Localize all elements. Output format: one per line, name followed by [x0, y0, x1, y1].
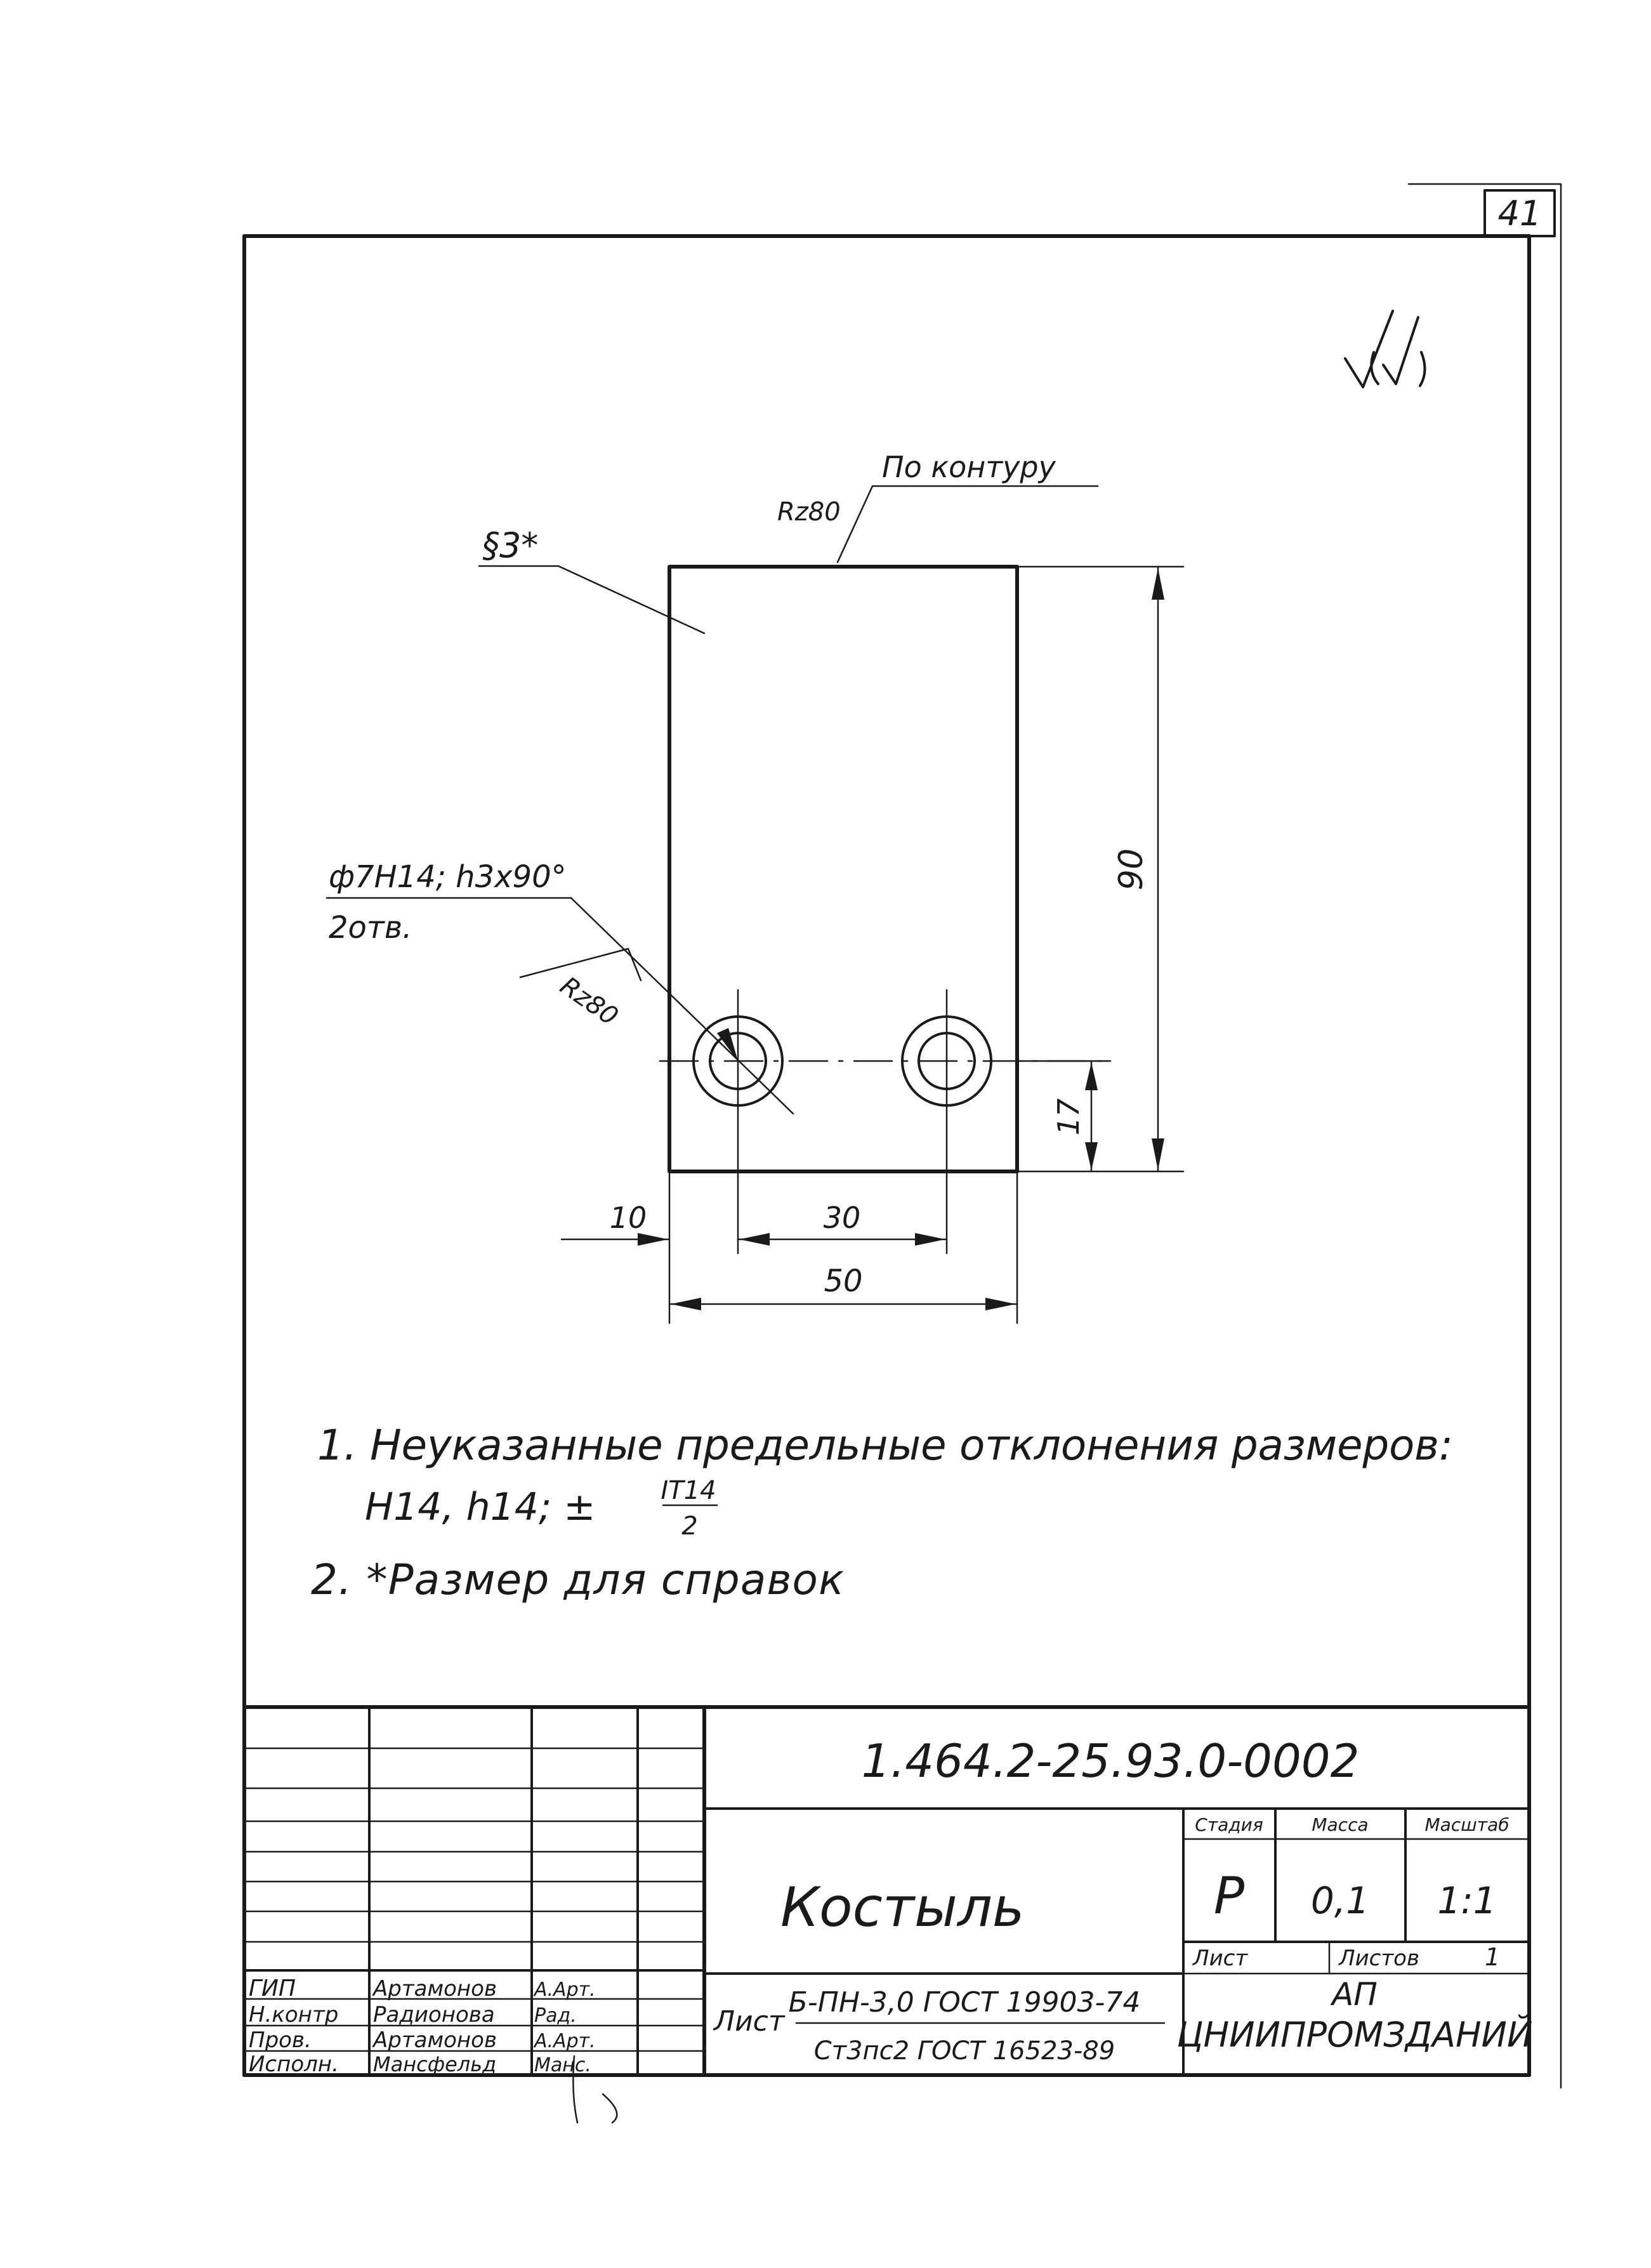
dim-hole-offset-x-label: 10 — [610, 1201, 647, 1235]
signature-mark: А.Арт. — [533, 2030, 596, 2052]
mass-value: 0,1 — [1311, 1879, 1369, 1922]
material-bottom: Ст3пс2 ГОСТ 16523-89 — [814, 2036, 1115, 2066]
dim-hole-offset-y — [1085, 1060, 1098, 1173]
signature-rows: ГИП Артамонов А.Арт. Н.контр Радионова Р… — [249, 1975, 596, 2077]
note1-fraction-den: 2 — [681, 1512, 697, 1541]
roughness-symbol-icon — [1344, 310, 1426, 388]
dim-width-label: 50 — [824, 1263, 862, 1299]
note2: 2. *Размер для справок — [311, 1555, 844, 1604]
contour-roughness-leader — [836, 485, 1099, 564]
scale-value: 1:1 — [1437, 1879, 1496, 1922]
part-name: Костыль — [780, 1876, 1025, 1939]
signature-name: Мансфельд — [373, 2052, 496, 2076]
signature-name: Артамонов — [372, 2027, 497, 2053]
thickness-leader — [478, 565, 706, 635]
sheet-number: 41 — [1498, 194, 1542, 234]
hole-callout-leader — [326, 897, 794, 1115]
hole-callout-line1: ф7H14; h3x90° — [329, 859, 567, 895]
thickness-label: §3* — [482, 525, 538, 565]
contour-note: По контуру — [882, 450, 1056, 484]
org-line1: АП — [1330, 1976, 1378, 2013]
title-block — [242, 1705, 1531, 2077]
dim-width — [668, 1298, 1018, 1310]
dim-hole-spacing — [737, 1233, 948, 1246]
dim-hole-offset-y-label: 17 — [1051, 1098, 1086, 1136]
signature-name: Артамонов — [372, 1976, 497, 2001]
sheets-label: Листов — [1338, 1946, 1419, 1971]
signature-mark: Рад. — [534, 2005, 577, 2027]
sheet-label: Лист — [1192, 1946, 1248, 1971]
org-line2: ЦНИИПРОМЗДАНИЙ — [1177, 2015, 1533, 2055]
signature-role: Исполн. — [249, 2052, 339, 2077]
dim-height — [1152, 565, 1164, 1173]
signature-role: Н.контр — [249, 2002, 338, 2027]
material-prefix: Лист — [713, 2005, 786, 2038]
material-top: Б-ПН-3,0 ГОСТ 19903-74 — [789, 1986, 1141, 2019]
signature-scribble — [572, 2055, 618, 2124]
sheets-value: 1 — [1485, 1943, 1500, 1971]
hole-callout-line2: 2отв. — [329, 910, 412, 946]
note1-fraction-num: IT14 — [661, 1476, 716, 1505]
note1-line1: 1. Неуказанные предельные отклонения раз… — [317, 1421, 1453, 1470]
dim-hole-spacing-label: 30 — [824, 1201, 861, 1235]
stage-value: Р — [1214, 1866, 1245, 1925]
roughness-top-label: Rz80 — [777, 498, 841, 527]
note1-line2: H14, h14; ± — [365, 1485, 596, 1529]
roughness-left-label: Rz80 — [555, 972, 623, 1032]
signature-mark: Манс. — [534, 2054, 591, 2076]
sheet-frame — [242, 183, 1562, 2089]
document-code: 1.464.2-25.93.0-0002 — [862, 1734, 1360, 1788]
dim-height-label: 90 — [1112, 848, 1150, 890]
signature-role: Пров. — [249, 2027, 312, 2053]
col-stage-header: Стадия — [1195, 1814, 1263, 1835]
dim-hole-offset-x — [560, 1233, 671, 1246]
center-lines — [659, 989, 1108, 1324]
signature-role: ГИП — [249, 1975, 296, 2001]
col-scale-header: Масштаб — [1424, 1814, 1509, 1835]
col-mass-header: Масса — [1312, 1814, 1368, 1835]
signature-mark: А.Арт. — [533, 1979, 596, 2001]
signature-name: Радионова — [373, 2002, 495, 2027]
roughness-left-mark — [519, 947, 642, 982]
